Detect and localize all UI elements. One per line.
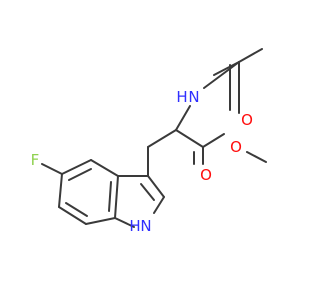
bond-c2-n1	[153, 196, 165, 214]
bond-c3a-c4	[90, 159, 119, 177]
bond-c4-c5	[61, 159, 92, 175]
bond-alpha-ch2	[147, 129, 177, 148]
ester-ether-oxygen-label: O	[230, 138, 242, 156]
bond-n1-c7a	[114, 217, 135, 228]
bond-c3-c2-inner	[140, 183, 155, 201]
bond-c3-c2	[147, 175, 165, 198]
amide-oxygen-label: O	[241, 111, 253, 129]
bond-c7-c7a	[85, 217, 116, 225]
bond-c5-f	[41, 163, 63, 175]
bond-c5-c6	[58, 173, 63, 208]
bond-ether-methyl	[246, 151, 267, 163]
atom-labels: F N H O O O N H	[31, 88, 253, 235]
bond-alpha-carbonyl	[175, 129, 204, 148]
bond-c3a-c7a	[114, 175, 119, 219]
bond-n-alpha	[175, 105, 191, 131]
bond-amide-n-carbonyl	[203, 61, 240, 89]
ester-carbonyl-oxygen-label: O	[200, 166, 212, 184]
molecule-canvas: F N H O O O N H	[30, 48, 267, 235]
bond-c6-c7-inner	[65, 202, 88, 217]
bond-c6-c7	[58, 206, 87, 225]
indole-nitrogen-label: N	[140, 217, 151, 235]
bond-acetyl-ch3	[238, 48, 263, 63]
amide-nitrogen-hydrogen-label: H	[176, 88, 187, 106]
bonds	[41, 48, 267, 228]
bond-ester-ether	[202, 133, 225, 148]
bond-c4-c5-inner	[68, 168, 92, 181]
molecule-structure: F N H O O O N H	[31, 48, 267, 235]
amide-nitrogen-label: N	[188, 88, 199, 106]
indole-nitrogen-hydrogen-label: H	[129, 217, 140, 235]
bond-c7a-c3a-inner	[108, 181, 112, 212]
fluorine-label: F	[31, 151, 40, 169]
